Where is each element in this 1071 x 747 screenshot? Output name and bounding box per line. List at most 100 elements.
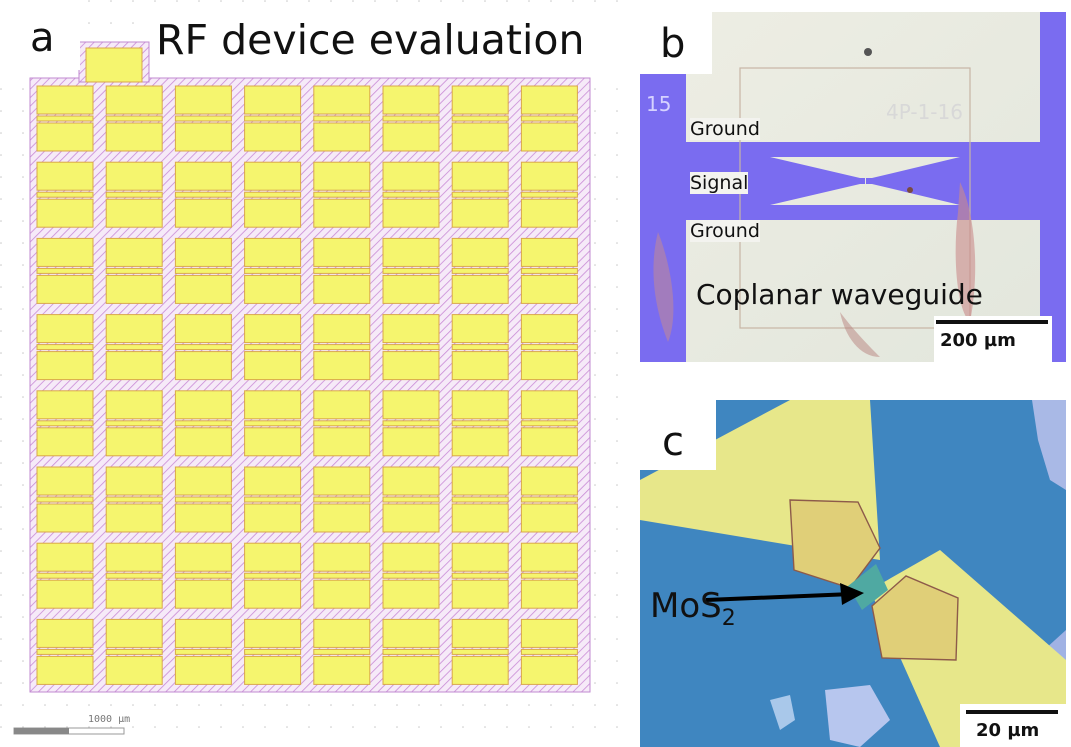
device-cell (520, 161, 578, 228)
device-cell (174, 390, 232, 457)
ground-pad-top (520, 314, 578, 344)
signal-line (244, 115, 302, 122)
device-cell (105, 542, 163, 609)
signal-line (313, 267, 371, 274)
ground-pad-top (313, 85, 371, 115)
ground-pad-bottom (451, 579, 509, 609)
device-cell (174, 466, 232, 533)
device-cell (313, 314, 371, 381)
device-cell (244, 390, 302, 457)
ground-pad-bottom (451, 503, 509, 533)
ground-pad-bottom (174, 427, 232, 457)
signal-line (105, 420, 163, 427)
ground-pad-bottom (451, 274, 509, 304)
ground-pad-top (105, 237, 163, 267)
signal-line (105, 191, 163, 198)
signal-line (174, 344, 232, 351)
signal-line (382, 648, 440, 655)
device-cell (313, 85, 371, 152)
device-cell (382, 85, 440, 152)
signal-line (105, 344, 163, 351)
ground-pad-bottom (451, 122, 509, 152)
ground-pad-top (313, 466, 371, 496)
ground-pad-bottom (520, 122, 578, 152)
signal-line (313, 572, 371, 579)
signal-line (36, 648, 94, 655)
ground-pad-bottom (105, 503, 163, 533)
device-cell (244, 466, 302, 533)
ground-pad-top (174, 466, 232, 496)
ground-pad-top (451, 542, 509, 572)
ground-pad-top (520, 542, 578, 572)
signal-line (244, 648, 302, 655)
ground-pad-top (382, 85, 440, 115)
device-cell (382, 542, 440, 609)
device-cell (244, 85, 302, 152)
panel-b-letter: b (660, 21, 686, 67)
ground-pad-top (105, 542, 163, 572)
ground-pad-top (174, 237, 232, 267)
ground-pad-bottom (382, 655, 440, 685)
ground-pad-bottom (520, 655, 578, 685)
signal-line (174, 191, 232, 198)
panel-b-label-box (640, 12, 712, 74)
ground-pad-bottom (105, 198, 163, 228)
ground-pad-top (520, 466, 578, 496)
ground-pad-bottom (174, 351, 232, 381)
signal-line (36, 496, 94, 503)
ground-pad-bottom (244, 351, 302, 381)
ground-pad-top (174, 161, 232, 191)
ground-pad-bottom (451, 655, 509, 685)
device-cell (174, 618, 232, 685)
signal-line (520, 267, 578, 274)
device-cell (382, 237, 440, 304)
ground-pad-bottom (382, 351, 440, 381)
ground-pad-top (520, 618, 578, 648)
device-cell (36, 618, 94, 685)
signal-line (36, 572, 94, 579)
signal-line (520, 191, 578, 198)
ground-pad-bottom (36, 655, 94, 685)
chip-label: 4P-1-16 (886, 100, 963, 124)
ground-pad-bottom (313, 503, 371, 533)
signal-line (105, 267, 163, 274)
mos2-device-image (640, 400, 1066, 747)
ground-pad-top (36, 618, 94, 648)
ground-pad-top (451, 390, 509, 420)
mos2-label: MoS2 (650, 586, 736, 631)
ground-top-label: Ground (690, 118, 760, 140)
device-cell (451, 466, 509, 533)
device-cell (105, 314, 163, 381)
device-cell (36, 466, 94, 533)
device-id-label: 15 (646, 92, 672, 116)
ground-pad-bottom (244, 274, 302, 304)
ground-pad-top (451, 161, 509, 191)
signal-line (174, 420, 232, 427)
device-cell (174, 314, 232, 381)
signal-label: Signal (690, 172, 749, 194)
device-cell (520, 618, 578, 685)
signal-line (36, 191, 94, 198)
device-cell (244, 618, 302, 685)
signal-line (451, 191, 509, 198)
ground-pad-bottom (105, 655, 163, 685)
ground-pad-bottom (382, 274, 440, 304)
device-cell (105, 85, 163, 152)
ground-pad-top (313, 542, 371, 572)
device-pad-grid (36, 85, 578, 685)
signal-line (313, 648, 371, 655)
ground-pad-top (36, 466, 94, 496)
ground-pad-bottom (174, 122, 232, 152)
signal-line (451, 648, 509, 655)
signal-line (244, 344, 302, 351)
signal-line (382, 267, 440, 274)
device-cell (313, 542, 371, 609)
signal-line (244, 267, 302, 274)
panel-c-letter: c (662, 419, 684, 465)
panel-a-title-box (150, 8, 620, 72)
signal-line (382, 191, 440, 198)
ground-pad-top (313, 314, 371, 344)
signal-line (520, 648, 578, 655)
ground-pad-top (451, 314, 509, 344)
ground-pad-top (105, 466, 163, 496)
